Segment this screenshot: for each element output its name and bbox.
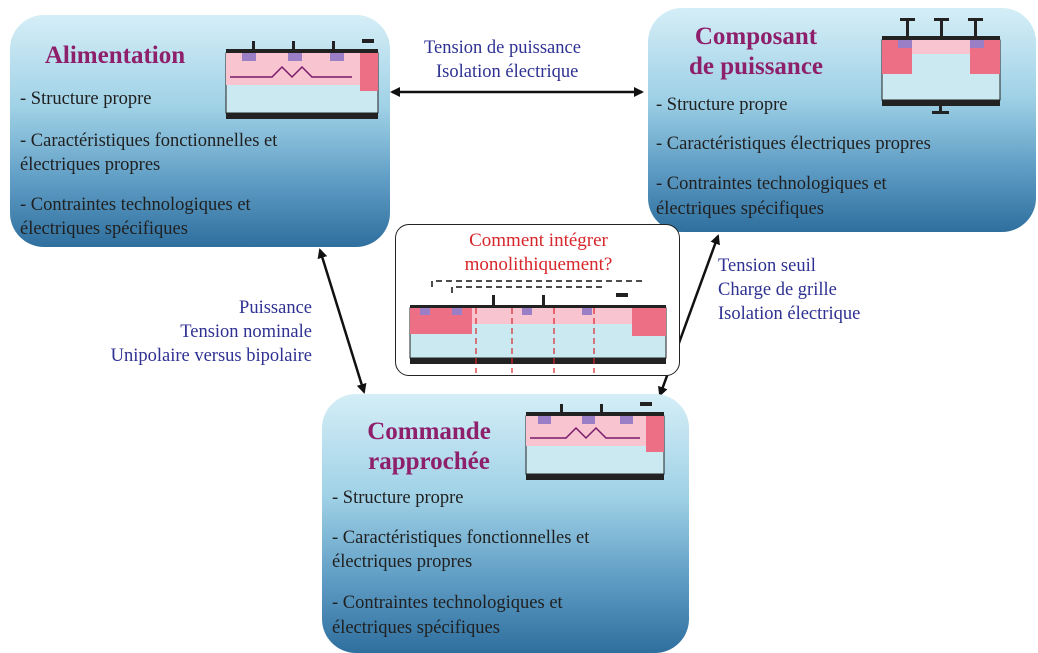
question-line-1: Comment intégrer	[469, 230, 608, 251]
integration-question-box: Comment intégrer monolithiquement?	[395, 224, 680, 376]
monolithic-structure-illustration	[409, 280, 667, 373]
composant-item-4: électriques spécifiques	[656, 199, 824, 219]
composant-item-3: - Contraintes technologiques et	[656, 174, 887, 194]
commande-item-5: électriques spécifiques	[332, 618, 500, 638]
composant-item-2: - Caractéristiques électriques propres	[656, 134, 931, 154]
link-right-line-3: Isolation électrique	[718, 304, 861, 324]
alimentation-item-4: - Contraintes technologiques et	[20, 195, 251, 215]
link-top-line-1: Tension de puissance	[424, 38, 581, 58]
box-composant-title-line2: de puissance	[688, 53, 824, 80]
link-top-line-2: Isolation électrique	[436, 62, 579, 82]
box-alimentation: Alimentation - Structure propre - Caract…	[10, 15, 390, 247]
arrow-alimentation-commande	[317, 248, 367, 394]
link-left-line-3: Unipolaire versus bipolaire	[110, 346, 312, 366]
alimentation-item-3: électriques propres	[20, 155, 161, 175]
question-line-2: monolithiquement?	[464, 254, 613, 275]
alimentation-item-5: électriques spécifiques	[20, 219, 188, 239]
box-commande-rapprochee: Commande rapprochée - Structure propre -…	[322, 394, 689, 653]
box-commande-title-line1: Commande	[367, 418, 491, 445]
alimentation-item-1: - Structure propre	[20, 89, 152, 109]
box-commande-title-line2: rapprochée	[368, 448, 490, 475]
link-right-line-2: Charge de grille	[718, 280, 837, 300]
commande-item-4: - Contraintes technologiques et	[332, 593, 563, 613]
box-alimentation-title: Alimentation	[44, 42, 186, 69]
commande-item-1: - Structure propre	[332, 488, 464, 508]
composant-structure-illustration	[881, 18, 1001, 114]
link-right-line-1: Tension seuil	[718, 256, 816, 276]
commande-item-2: - Caractéristiques fonctionnelles et	[332, 528, 590, 548]
alimentation-item-2: - Caractéristiques fonctionnelles et	[20, 131, 278, 151]
composant-item-1: - Structure propre	[656, 95, 788, 115]
link-left-line-1: Puissance	[239, 298, 312, 318]
box-composant-de-puissance: Composant de puissance - Structure propr…	[648, 8, 1036, 232]
commande-item-3: électriques propres	[332, 552, 473, 572]
alimentation-structure-illustration	[225, 39, 379, 119]
box-composant-title-line1: Composant	[694, 23, 818, 50]
link-left-line-2: Tension nominale	[180, 322, 312, 342]
commande-structure-illustration	[525, 402, 665, 480]
